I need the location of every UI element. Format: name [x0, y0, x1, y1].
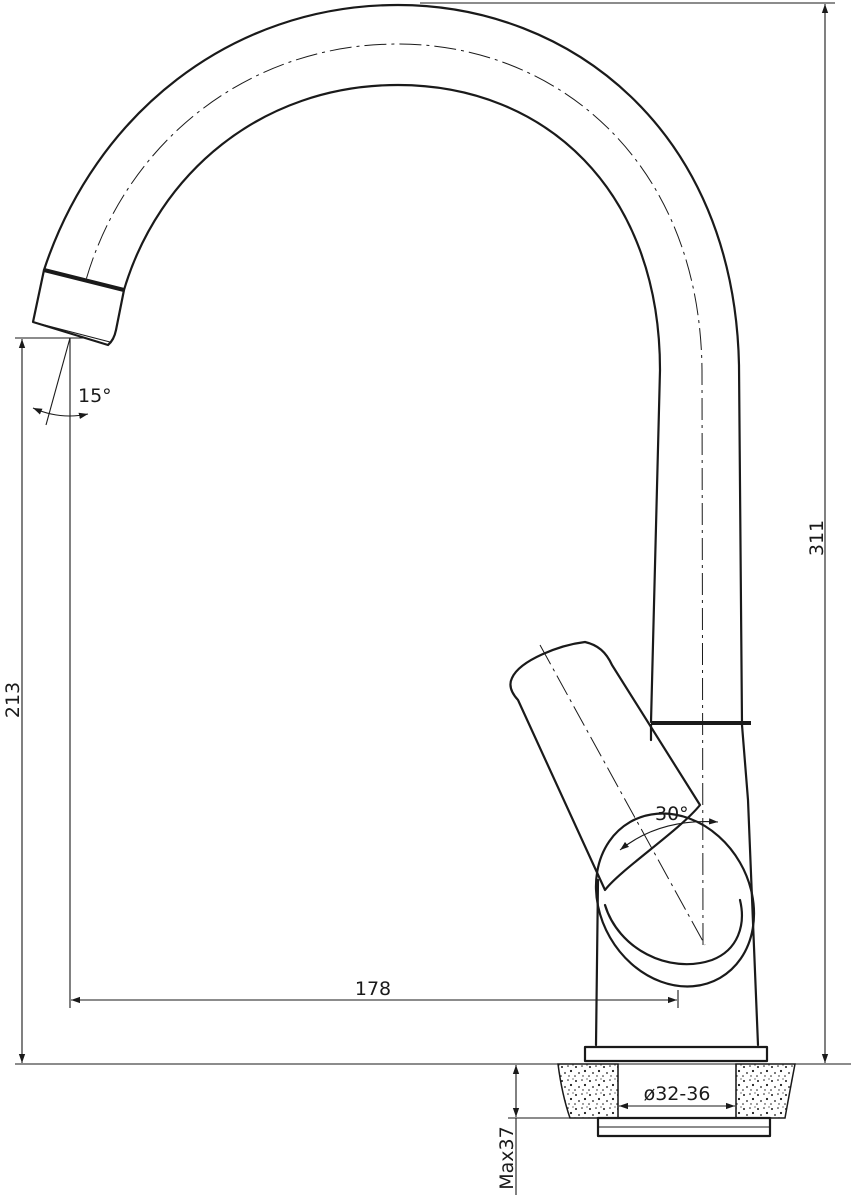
body-outline	[594, 723, 760, 1047]
aerator-body	[31, 268, 126, 347]
aerator-nozzle	[31, 268, 126, 347]
countertop-right-block	[735, 1063, 796, 1119]
handle-lever	[509, 640, 706, 946]
total-height-label: 311	[806, 520, 828, 556]
spout-height-label: 213	[2, 682, 24, 718]
hole-diameter-label: ø32-36	[644, 1083, 711, 1105]
spout-centerline	[85, 43, 704, 946]
angle-15-arc	[32, 407, 89, 419]
max-thickness-label: Max37	[496, 1126, 518, 1189]
countertop-section	[15, 1063, 851, 1138]
spout-outer-outline	[42, 3, 744, 727]
angle-15-leg	[45, 337, 71, 426]
lever-outline	[509, 640, 702, 892]
angle-lever: 30°	[619, 803, 719, 851]
mounting-flange	[583, 1045, 769, 1063]
spout	[42, 3, 744, 946]
dimension-total-height: 311	[420, 2, 835, 1063]
dimension-spout-height: 213	[2, 337, 85, 1063]
lever-centerline	[539, 644, 706, 946]
lever-angle-label: 30°	[655, 803, 689, 825]
angle-30-arc	[619, 818, 719, 851]
pivot-inner-curve	[603, 898, 743, 966]
aerator-edge	[32, 321, 111, 343]
spout-inner-outline	[122, 83, 662, 724]
dimension-spout-reach: 178	[69, 338, 679, 1008]
countertop-left-block	[557, 1063, 619, 1119]
dimension-hole-diameter: ø32-36	[619, 1083, 735, 1110]
spout-angle-label: 15°	[78, 385, 112, 407]
dimension-counter-thickness: Max37	[496, 1065, 598, 1195]
angle-spout: 15°	[32, 337, 112, 426]
faucet-body	[583, 721, 769, 1063]
spout-reach-label: 178	[355, 978, 391, 1000]
aerator-ring	[43, 268, 125, 292]
